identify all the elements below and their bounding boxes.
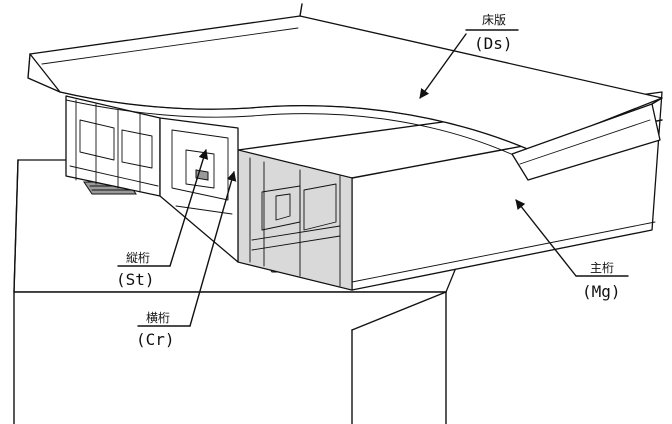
main-girder-abbr-label: (Mg) [582,282,621,301]
deck-slab-abbr-label: (Ds) [474,34,513,53]
left-box-girder [65,95,161,197]
main-girder-jp-label: 主桁 [590,261,615,275]
cross-beam-abbr-label: (Cr) [136,330,175,349]
deck-slab [27,3,663,181]
stringer-abbr-label: (St) [116,270,155,289]
stringer-jp-label: 縦桁 [126,251,151,265]
deck-slab-jp-label: 床版 [482,13,507,27]
leader-lines [117,29,629,327]
cross-beam-jp-label: 横桁 [146,311,171,325]
